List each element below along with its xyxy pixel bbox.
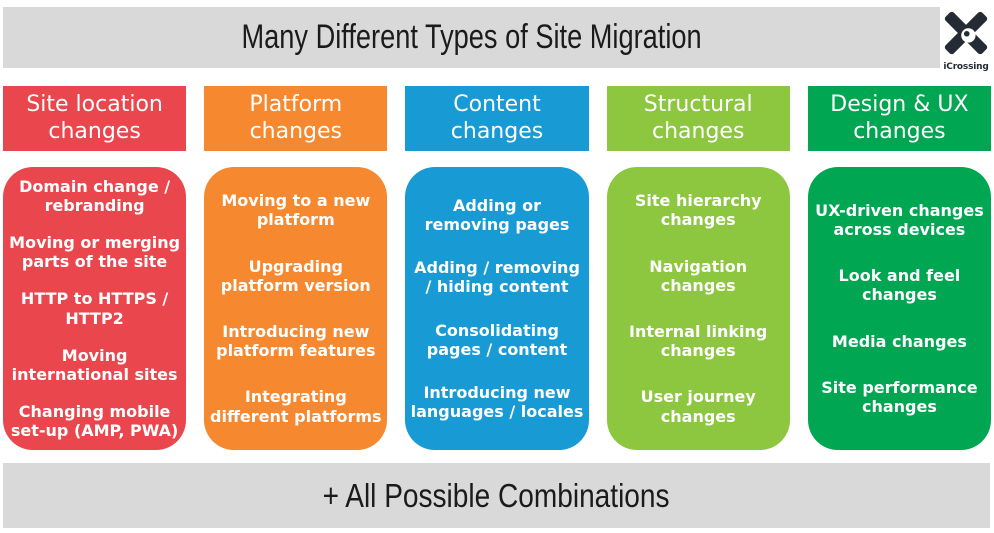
migration-item: Moving international sites — [11, 345, 178, 384]
column-header: Site location changes — [3, 86, 187, 151]
logo-text: iCrossing — [943, 62, 989, 72]
migration-item: Site performance changes — [821, 377, 978, 416]
migration-item: Domain change / rebranding — [19, 176, 171, 215]
footer-bar: + All Possible Combinations — [3, 463, 990, 528]
migration-item: Upgrading platform version — [220, 256, 371, 295]
column-header: Structural changes — [606, 86, 790, 151]
migration-column: Site location changes Domain change / re… — [3, 86, 187, 450]
icrossing-logo: iCrossing — [940, 7, 992, 72]
column-header: Design & UX changes — [807, 86, 992, 151]
migration-columns: Site location changes Domain change / re… — [0, 86, 994, 450]
migration-item: HTTP to HTTPS / HTTP2 — [20, 289, 169, 328]
migration-item: Moving to a new platform — [221, 191, 371, 230]
migration-item: User journey changes — [640, 387, 756, 426]
title-bar: Many Different Types of Site Migration — [3, 7, 940, 68]
migration-item: UX-driven changes across devices — [815, 200, 984, 240]
migration-item: Introducing new languages / locales — [410, 382, 584, 422]
column-header: Content changes — [405, 86, 589, 151]
migration-column: Design & UX changes UX-driven changes ac… — [807, 86, 992, 450]
migration-column: Structural changes Site hierarchy change… — [606, 86, 790, 450]
migration-item: Consolidating pages / content — [426, 320, 568, 359]
migration-item: Look and feel changes — [838, 266, 961, 305]
migration-item: Integrating different platforms — [210, 387, 382, 426]
migration-column: Platform changes Moving to a new platfor… — [204, 86, 388, 450]
migration-item: Site hierarchy changes — [634, 191, 762, 230]
migration-item: Introducing new platform features — [216, 322, 376, 361]
x-icon — [943, 10, 989, 61]
migration-item: Adding or removing pages — [424, 195, 570, 234]
migration-item: Changing mobile set-up (AMP, PWA) — [10, 402, 179, 441]
migration-item: Moving or merging parts of the site — [9, 232, 181, 272]
migration-item: Media changes — [831, 331, 967, 351]
header-row: Many Different Types of Site Migration i… — [3, 7, 992, 72]
migration-item: Navigation changes — [649, 256, 748, 295]
migration-item: Adding / removing / hiding content — [414, 258, 580, 297]
column-header: Platform changes — [204, 86, 388, 151]
page-title: Many Different Types of Site Migration — [241, 18, 702, 56]
footer-text: + All Possible Combinations — [323, 476, 670, 514]
migration-item: Internal linking changes — [629, 322, 768, 361]
migration-column: Content changes Adding or removing pages… — [405, 86, 589, 450]
